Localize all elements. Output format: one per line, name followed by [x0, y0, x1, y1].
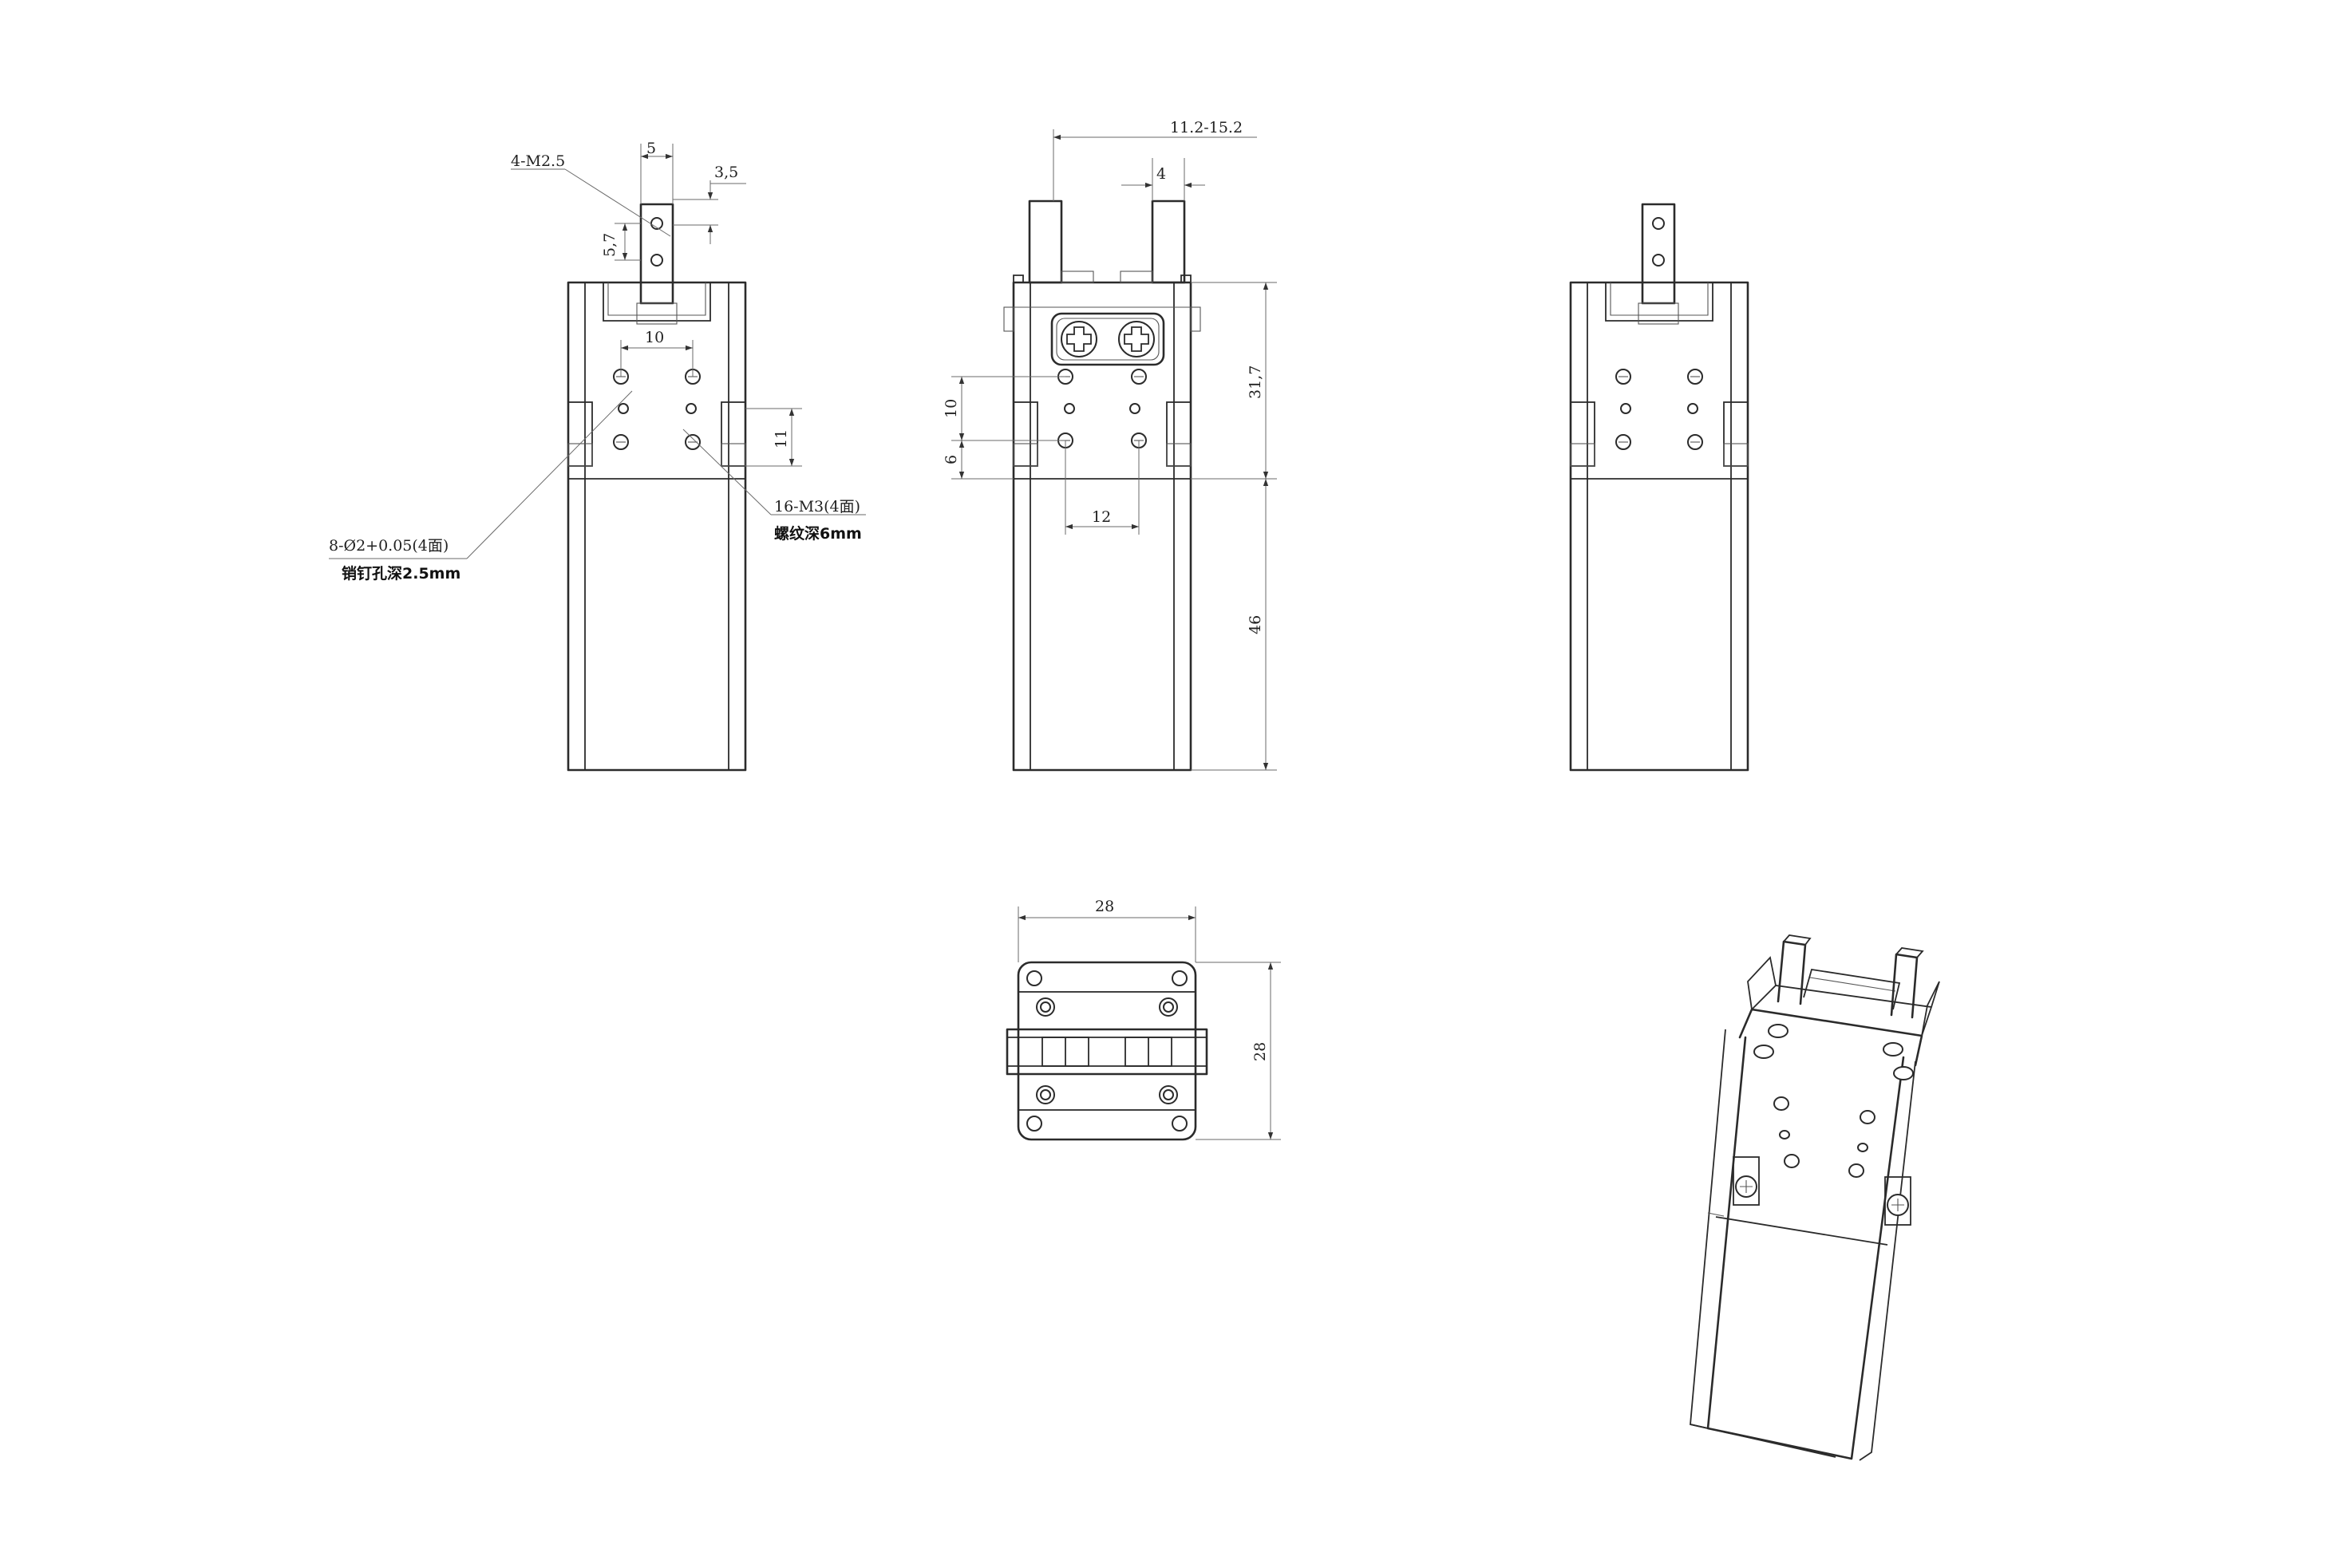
dim-finger-width: 5 — [646, 140, 656, 157]
bottom-holes — [1026, 970, 1188, 1132]
note-tapped-holes: 16-M3(4面) — [774, 498, 860, 515]
side-view: 11.2-15.2 4 31,7 46 10 6 12 — [943, 119, 1277, 772]
bottom-plate — [1017, 961, 1197, 1141]
dim-hole-spacing: 10 — [645, 329, 664, 346]
dim-finger-offset: 3,5 — [714, 164, 738, 181]
dim-body-height: 46 — [1247, 615, 1264, 634]
rear-body-outline — [1569, 281, 1749, 772]
phillips-screw-icon — [1061, 321, 1097, 357]
dim-finger-thickness: 4 — [1156, 165, 1166, 183]
dim-hole-pitch-h: 12 — [1092, 508, 1111, 526]
dim-finger-hole-pitch: 5,7 — [601, 233, 619, 257]
note-pin-depth: 销钉孔深2.5mm — [342, 564, 460, 583]
iso-body — [1706, 1036, 1905, 1460]
phillips-screw-icon — [1118, 321, 1155, 357]
dim-head-height: 31,7 — [1247, 365, 1264, 399]
front-holes — [613, 369, 701, 450]
iso-finger-left — [1777, 940, 1807, 1005]
dim-hole-offset: 6 — [943, 455, 960, 464]
side-finger-right — [1151, 199, 1186, 284]
dim-pin-height: 11 — [773, 429, 790, 448]
side-finger-left — [1028, 199, 1063, 284]
side-body-outline — [1012, 281, 1192, 772]
side-holes — [1057, 369, 1147, 448]
note-thread-callout: 4-M2.5 — [511, 152, 565, 170]
dim-stroke-range: 11.2-15.2 — [1170, 119, 1243, 136]
bottom-rail — [1006, 1028, 1208, 1076]
rear-view — [1569, 203, 1749, 772]
isometric-view — [1690, 934, 1940, 1461]
dim-bottom-depth: 28 — [1251, 1042, 1269, 1061]
iso-head — [1738, 1008, 1923, 1067]
dim-bottom-width: 28 — [1095, 898, 1114, 915]
note-pin-holes: 8-Ø2+0.05(4面) — [329, 537, 449, 555]
bottom-view: 28 28 — [1006, 898, 1281, 1141]
iso-finger-right — [1890, 953, 1919, 1019]
iso-face-holes — [1773, 1096, 1875, 1178]
rear-holes — [1615, 369, 1703, 450]
front-body-outline — [567, 281, 747, 772]
front-view: 5 3,5 5,7 4-M2.5 10 11 8-Ø2+0.05(4面) 销钉孔… — [329, 140, 866, 772]
dim-hole-pitch-v: 10 — [943, 399, 960, 418]
note-thread-depth: 螺纹深6mm — [774, 524, 862, 543]
screw-slot-plate — [1050, 312, 1165, 366]
